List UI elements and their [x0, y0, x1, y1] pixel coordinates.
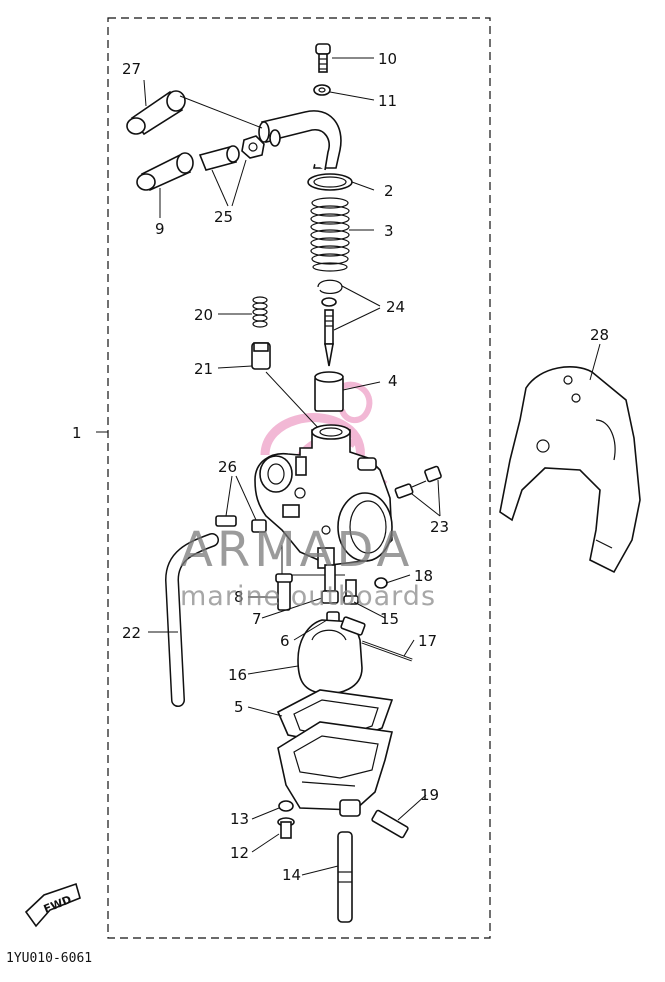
- callout-3: 3: [384, 222, 394, 240]
- part-cable-elbow: [258, 110, 342, 171]
- part-drain-screw-19: [371, 809, 409, 839]
- callout-2: 2: [384, 182, 394, 200]
- callout-4: 4: [388, 372, 398, 390]
- part-washer-13: [278, 800, 294, 812]
- part-float-bowl: [277, 721, 393, 817]
- callout-24: 24: [386, 298, 405, 316]
- callout-8: 8: [234, 588, 244, 606]
- callout-16: 16: [228, 666, 247, 684]
- part-drain-tube-14: [337, 831, 353, 923]
- callout-19: 19: [420, 786, 439, 804]
- part-screw-10: [315, 43, 331, 73]
- callout-5: 5: [234, 698, 244, 716]
- callout-13: 13: [230, 810, 249, 828]
- watermark-subtitle: marine outboards: [180, 581, 436, 612]
- part-jet-7: [321, 564, 339, 604]
- callout-21: 21: [194, 360, 213, 378]
- part-overflow-tube-22: [164, 533, 219, 707]
- part-cap-27: [126, 90, 186, 136]
- part-pilot-screw-21: [251, 342, 271, 370]
- callout-22: 22: [122, 624, 141, 642]
- callout-12: 12: [230, 844, 249, 862]
- leader-lines: [96, 57, 601, 876]
- part-float-pin-17: [361, 640, 413, 662]
- figure-code: 1YU010-6061: [6, 951, 92, 966]
- part-carburetor-body-1: [254, 424, 393, 569]
- callout-9: 9: [155, 220, 165, 238]
- callout-23: 23: [430, 518, 449, 536]
- callout-1: 1: [72, 424, 82, 442]
- part-spring-3: [310, 197, 350, 272]
- callout-25: 25: [214, 208, 233, 226]
- part-throttle-valve-4: [314, 371, 344, 412]
- callout-27: 27: [122, 60, 141, 78]
- part-jet-8: [275, 573, 293, 611]
- callout-15: 15: [380, 610, 399, 628]
- part-adjuster-25: [198, 135, 265, 171]
- callout-14: 14: [282, 866, 301, 884]
- callout-6: 6: [280, 632, 290, 650]
- part-spring-20: [252, 296, 268, 328]
- part-cover-28: [499, 366, 641, 574]
- callout-26: 26: [218, 458, 237, 476]
- callout-7: 7: [252, 610, 262, 628]
- part-cap-9: [136, 152, 194, 192]
- part-float-16: [297, 616, 366, 695]
- part-screw-12: [277, 817, 295, 839]
- part-screws-26: [215, 515, 267, 533]
- callout-17: 17: [418, 632, 437, 650]
- part-needle-24: [317, 279, 343, 367]
- part-washer-11: [313, 84, 331, 96]
- part-screws-23: [394, 465, 442, 499]
- callout-28: 28: [590, 326, 609, 344]
- callout-11: 11: [378, 92, 397, 110]
- fwd-arrow-icon: FWD: [24, 882, 81, 928]
- callout-20: 20: [194, 306, 213, 324]
- watermark-title: ARMADA: [180, 522, 413, 578]
- callout-labels: 1 2 3 4 5 6 7 8 9 10 11 12 13 14 15 16 1…: [72, 50, 609, 884]
- callout-18: 18: [414, 567, 433, 585]
- callout-10: 10: [378, 50, 397, 68]
